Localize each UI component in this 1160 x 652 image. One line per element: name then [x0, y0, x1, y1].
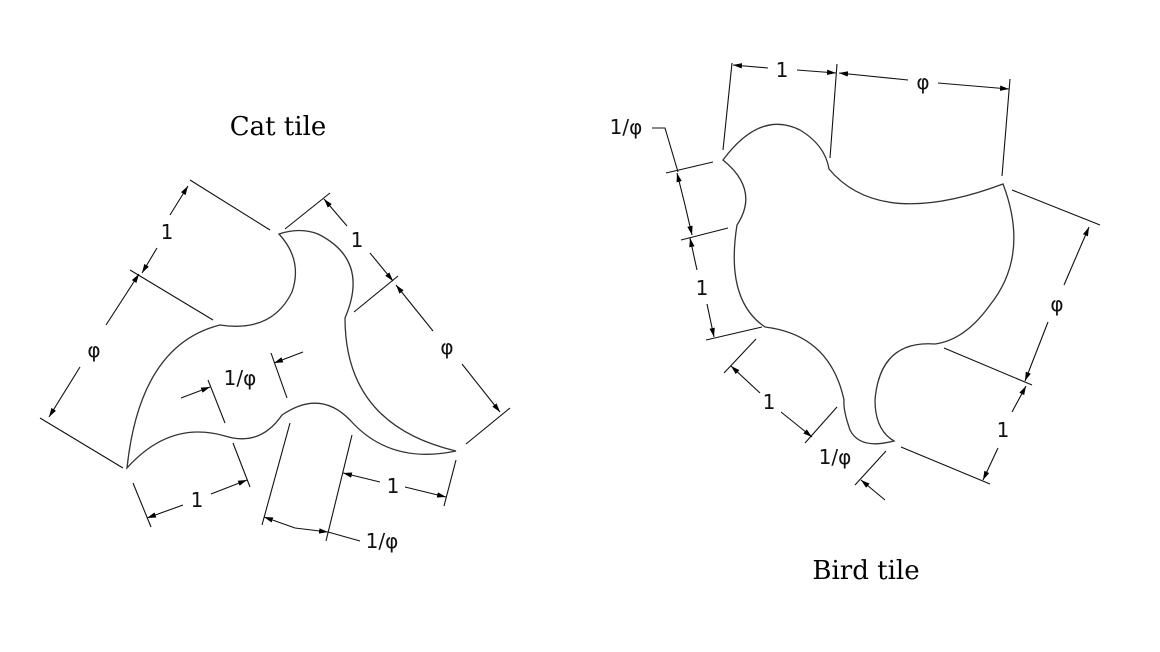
bird-dim-top: 1 φ: [722, 58, 1011, 177]
cat-dim-inner: 1/φ: [180, 351, 304, 424]
bird-dim-label: 1: [997, 418, 1010, 442]
bird-tile: Bird tile 1 φ 1/φ 1: [610, 58, 1101, 586]
bird-dim-label: 1/φ: [819, 445, 852, 469]
cat-dim-label: φ: [440, 335, 453, 359]
bird-dim-label: φ: [1050, 292, 1063, 316]
cat-dim-label: 1: [161, 220, 174, 244]
cat-dim-bottom-right: 1: [342, 459, 457, 507]
cat-dim-label: 1: [387, 474, 400, 498]
cat-tile-title: Cat tile: [230, 112, 327, 142]
bird-dim-right: φ 1: [900, 189, 1101, 485]
cat-dim-label: 1: [191, 488, 204, 512]
bird-dim-label: 1: [763, 390, 776, 414]
cat-dim-label: φ: [87, 338, 100, 362]
bird-dim-label: φ: [916, 70, 929, 94]
cat-dim-bottom-left: 1: [132, 442, 251, 528]
bird-dim-bottom-left: 1: [723, 338, 838, 444]
bird-dim-label: 1: [776, 58, 789, 82]
cat-dim-upper-right: 1 φ: [284, 192, 511, 445]
bird-dim-left: 1/φ 1: [610, 115, 763, 341]
bird-tile-title: Bird tile: [812, 556, 919, 586]
bird-tile-outline: [722, 123, 1015, 445]
bird-dim-label: 1: [696, 276, 709, 300]
cat-dim-upper-left: 1 φ: [39, 179, 271, 469]
cat-dim-label: 1: [351, 228, 364, 252]
cat-dim-label: 1/φ: [366, 529, 399, 553]
cat-tile: Cat tile 1 φ 1 φ: [39, 112, 511, 553]
cat-dim-bottom-center: 1/φ: [261, 422, 399, 553]
bird-dim-label: 1/φ: [610, 115, 643, 139]
cat-tile-outline: [126, 229, 457, 470]
cat-dim-label: 1/φ: [224, 366, 257, 390]
bird-dim-notch: 1/φ: [819, 445, 887, 501]
